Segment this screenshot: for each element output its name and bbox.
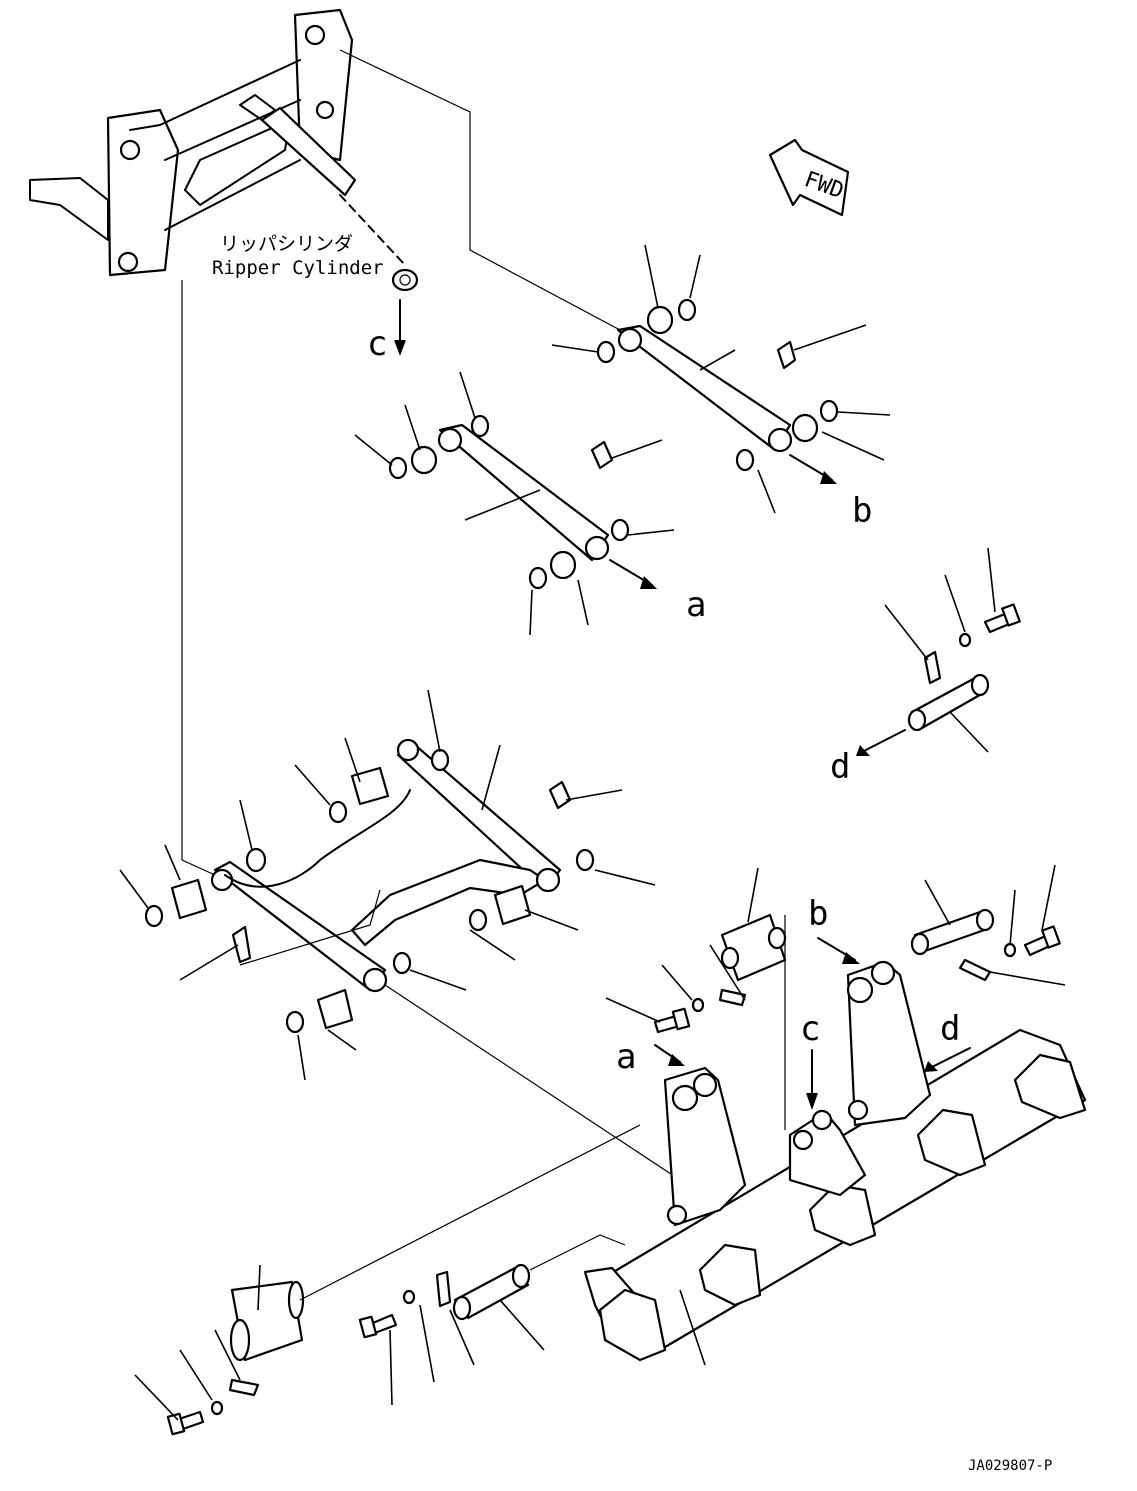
bolt-icon xyxy=(983,603,1021,634)
shank-holder xyxy=(598,1053,1087,1362)
ripper-cylinder xyxy=(260,106,419,292)
ripper-beam xyxy=(583,960,1087,1362)
pin-group-d xyxy=(856,547,1021,756)
arrow-a-top xyxy=(609,559,657,589)
ref-label-d-bottom: d xyxy=(940,1009,960,1049)
ref-label-a-bottom: a xyxy=(616,1037,636,1077)
arrow-d-bottom xyxy=(924,1047,971,1072)
ref-label-d-top: d xyxy=(830,747,850,787)
ref-label-b-top: b xyxy=(852,491,872,531)
bushing-icon xyxy=(410,445,577,580)
grease-fitting-icon xyxy=(776,340,797,370)
lock-plate-icon xyxy=(718,988,747,1007)
cylinder-label-en: Ripper Cylinder xyxy=(212,257,384,279)
ref-label-b-bottom: b xyxy=(808,894,828,934)
o-ring-icon xyxy=(596,298,839,472)
ref-label-a-top: a xyxy=(686,585,706,625)
bolt-icon xyxy=(358,1313,398,1339)
pin-group-a xyxy=(605,867,787,1034)
drawing-code: JA029807-P xyxy=(968,1458,1052,1474)
lock-plate-icon xyxy=(228,1378,260,1397)
bushing-icon xyxy=(646,305,819,443)
arrow-b-top xyxy=(789,454,837,484)
link-assembly-b xyxy=(551,244,891,514)
washer-icon xyxy=(958,632,972,648)
pin-group-lower-left xyxy=(134,1124,641,1436)
o-ring-icon xyxy=(388,414,630,590)
arrow-c-top xyxy=(394,299,406,356)
bushing-icon xyxy=(170,766,532,1030)
pin-group-lower-center xyxy=(358,1234,626,1406)
link-assembly-lower xyxy=(119,689,656,1081)
washer-icon xyxy=(210,1400,224,1416)
link-assembly-a xyxy=(354,371,675,636)
lock-plate-icon xyxy=(923,650,942,685)
pin-icon xyxy=(907,673,990,732)
arrow-c-bottom xyxy=(806,1049,818,1110)
pin-group-b xyxy=(910,864,1066,986)
grease-fitting-icon xyxy=(231,780,572,964)
washer-icon xyxy=(402,1289,416,1305)
washer-icon xyxy=(691,997,705,1013)
cylinder-label-jp: リッパシリンダ xyxy=(220,233,353,255)
lock-plate-icon xyxy=(958,958,992,982)
ref-label-c-top: c xyxy=(367,324,387,364)
arrow-b-bottom xyxy=(817,937,860,964)
washer-icon xyxy=(1003,942,1017,958)
arrow-a-bottom xyxy=(654,1044,685,1066)
grease-fitting-icon xyxy=(590,440,614,470)
bolt-icon xyxy=(1023,925,1061,957)
arrow-d-top xyxy=(856,729,906,756)
ref-label-c-bottom: c xyxy=(800,1009,820,1049)
bolt-icon xyxy=(653,1007,691,1034)
fwd-arrow-icon: FWD xyxy=(768,138,850,217)
lock-plate-icon xyxy=(435,1270,452,1308)
o-ring-icon xyxy=(144,748,595,1034)
